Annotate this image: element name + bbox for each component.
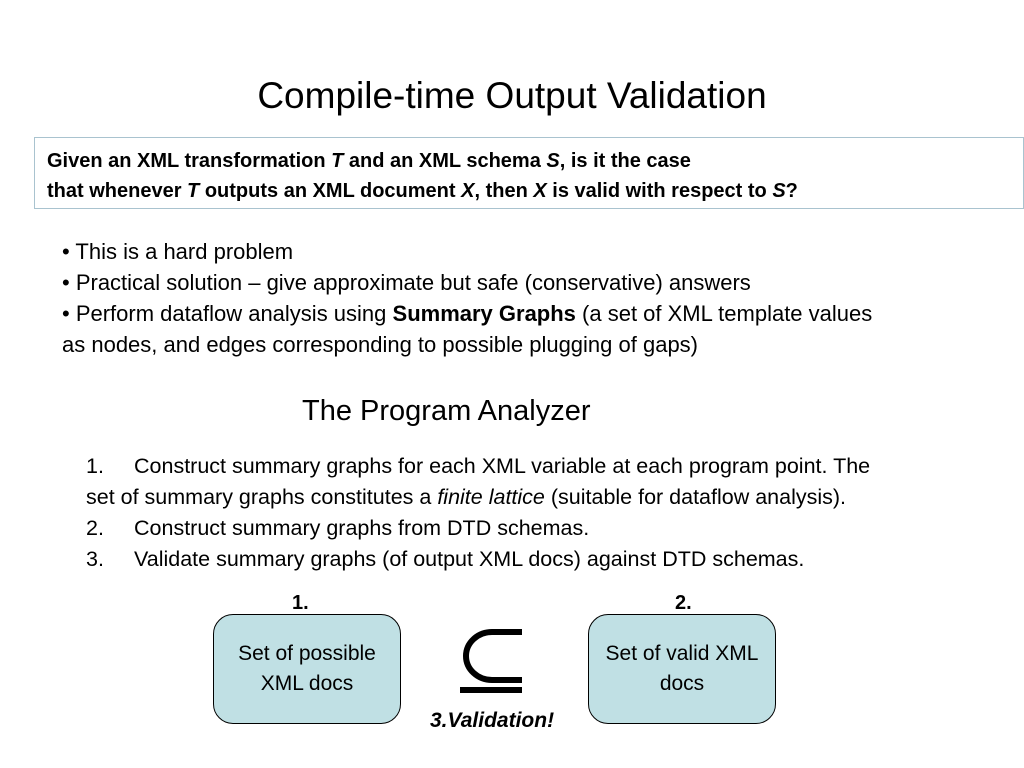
node-label: Set of valid XML docs xyxy=(606,639,759,699)
q2-part-italic: S xyxy=(772,180,786,202)
q2-part: that whenever xyxy=(47,180,188,202)
bullet-text: (a set of XML template values xyxy=(575,301,873,326)
validation-label: 3.Validation! xyxy=(430,709,555,732)
diagram-label-1: 1. xyxy=(292,592,309,614)
node-label-line: Set of valid XML xyxy=(605,642,759,665)
bullet-bold-term: Summary Graphs xyxy=(392,301,576,326)
bullet-text: • Perform dataflow analysis using xyxy=(62,301,393,326)
node-label: Set of possible XML docs xyxy=(238,639,376,699)
node-label-line: XML docs xyxy=(260,672,354,695)
bullet-item: • Practical solution – give approximate … xyxy=(62,270,751,295)
q1-part: Given an XML transformation xyxy=(47,150,332,172)
q2-part-italic: T xyxy=(187,180,200,202)
step-1-continuation: set of summary graphs constitutes a fini… xyxy=(86,482,1024,513)
diagram-label-2: 2. xyxy=(675,592,692,614)
step-3: 3. Validate summary graphs (of output XML… xyxy=(86,544,1024,575)
step-text: set of summary graphs constitutes a xyxy=(86,485,438,509)
question-box: Given an XML transformation T and an XML… xyxy=(34,137,1024,209)
node-label-line: docs xyxy=(659,672,705,695)
q2-part: , then xyxy=(474,180,534,202)
bullet-list: • This is a hard problem • Practical sol… xyxy=(62,236,1022,360)
bullet-item: • Perform dataflow analysis using Summar… xyxy=(62,298,1022,329)
q2-part: outputs an XML document xyxy=(199,180,462,202)
step-italic-term: finite lattice xyxy=(437,485,545,509)
step-1: 1. Construct summary graphs for each XML … xyxy=(86,451,1024,482)
step-number: 1. xyxy=(86,454,104,478)
step-text: Validate summary graphs (of output XML d… xyxy=(134,547,805,571)
q1-part: and an XML schema xyxy=(343,150,547,172)
question-line-1: Given an XML transformation T and an XML… xyxy=(47,146,1023,176)
bullet-item: • This is a hard problem xyxy=(62,239,294,264)
step-text: Construct summary graphs from DTD schema… xyxy=(134,516,590,540)
step-text: Construct summary graphs for each XML va… xyxy=(134,454,871,478)
q2-part-italic: X xyxy=(461,180,475,202)
step-number: 2. xyxy=(86,516,104,540)
q1-part: , is it the case xyxy=(559,150,691,172)
possible-docs-node: Set of possible XML docs xyxy=(213,614,401,724)
node-label-line: Set of possible xyxy=(238,642,376,665)
q1-part-italic: T xyxy=(331,150,344,172)
valid-docs-node: Set of valid XML docs xyxy=(588,614,776,724)
q2-part: ? xyxy=(785,180,798,202)
bullet-continuation: as nodes, and edges corresponding to pos… xyxy=(62,332,699,357)
step-list: 1. Construct summary graphs for each XML … xyxy=(86,451,1024,575)
step-number: 3. xyxy=(86,547,104,571)
subseteq-symbol-icon xyxy=(460,629,522,693)
q2-part-italic: X xyxy=(533,180,547,202)
q1-part-italic: S xyxy=(546,150,560,172)
q2-part: is valid with respect to xyxy=(546,180,773,202)
slide-title: Compile-time Output Validation xyxy=(257,75,767,116)
step-2: 2. Construct summary graphs from DTD sche… xyxy=(86,513,1024,544)
step-text: (suitable for dataflow analysis). xyxy=(544,485,847,509)
question-line-2: that whenever T outputs an XML document … xyxy=(47,176,1023,206)
analyzer-title: The Program Analyzer xyxy=(302,395,591,427)
